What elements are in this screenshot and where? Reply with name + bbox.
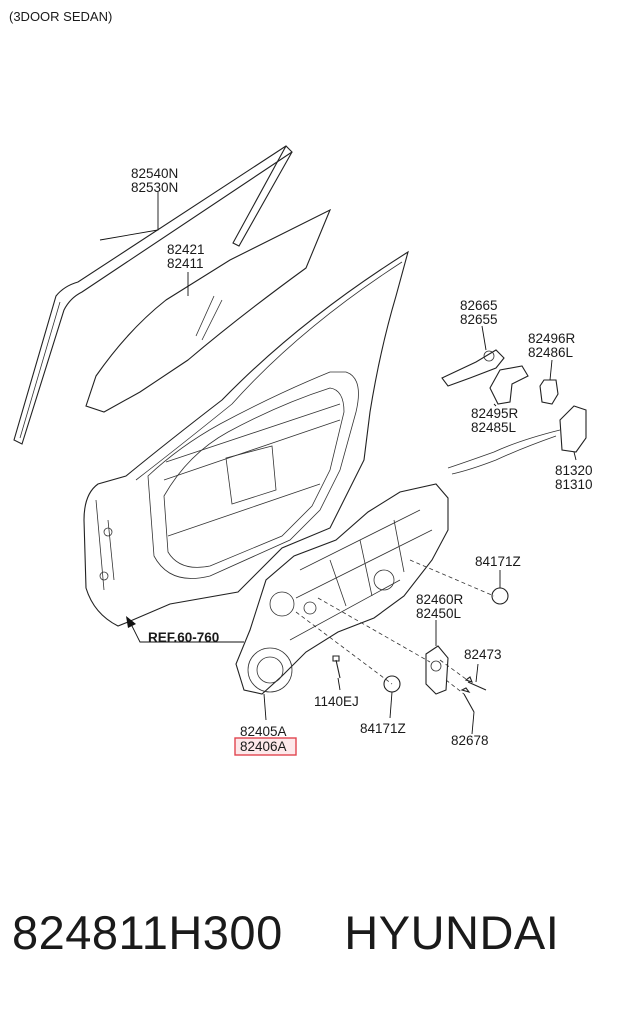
- door-frame: [83, 250, 409, 627]
- label-82495R: 82495R: [471, 406, 519, 421]
- label-82540N: 82540N: [131, 166, 178, 181]
- grommet-upper: [491, 587, 509, 605]
- latch-bracket: [539, 379, 559, 405]
- label-82496R: 82496R: [528, 331, 576, 346]
- label-82411: 82411: [167, 256, 204, 271]
- label-82530N: 82530N: [131, 180, 178, 195]
- leader-lines: [99, 192, 577, 735]
- window-run-channel: [13, 145, 293, 445]
- footer: 824811H300 HYUNDAI: [12, 905, 612, 960]
- label-82421: 82421: [167, 242, 205, 257]
- handle-bracket: [489, 365, 529, 405]
- label-82655: 82655: [460, 312, 498, 327]
- label-1140EJ: 1140EJ: [314, 694, 359, 709]
- label-ref: REF.60-760: [148, 630, 219, 645]
- label-82486L: 82486L: [528, 345, 574, 360]
- part-number: 824811H300: [12, 906, 283, 959]
- label-82405A: 82405A: [240, 724, 287, 739]
- label-82450L: 82450L: [416, 606, 462, 621]
- outside-handle: [441, 349, 505, 387]
- highlight-box: [234, 737, 297, 756]
- door-latch: [447, 405, 587, 475]
- label-82460R: 82460R: [416, 592, 464, 607]
- diagram-caption: (3DOOR SEDAN): [9, 9, 113, 24]
- ref-arrow: [126, 616, 244, 643]
- label-82678: 82678: [451, 733, 489, 748]
- brand-name: HYUNDAI: [344, 906, 560, 959]
- label-81310: 81310: [555, 477, 593, 492]
- label-84171Z-upper: 84171Z: [475, 554, 521, 569]
- label-82406A: 82406A: [240, 739, 287, 754]
- label-84171Z-lower: 84171Z: [360, 721, 406, 736]
- door-module-panel: [235, 483, 449, 695]
- bolt-1140EJ: [332, 655, 341, 679]
- regulator-motor: [425, 645, 449, 695]
- door-glass: [85, 208, 332, 413]
- label-82665: 82665: [460, 298, 498, 313]
- label-82485L: 82485L: [471, 420, 517, 435]
- label-81320: 81320: [555, 463, 593, 478]
- label-82473: 82473: [464, 647, 502, 662]
- bolt-82678: [460, 687, 475, 713]
